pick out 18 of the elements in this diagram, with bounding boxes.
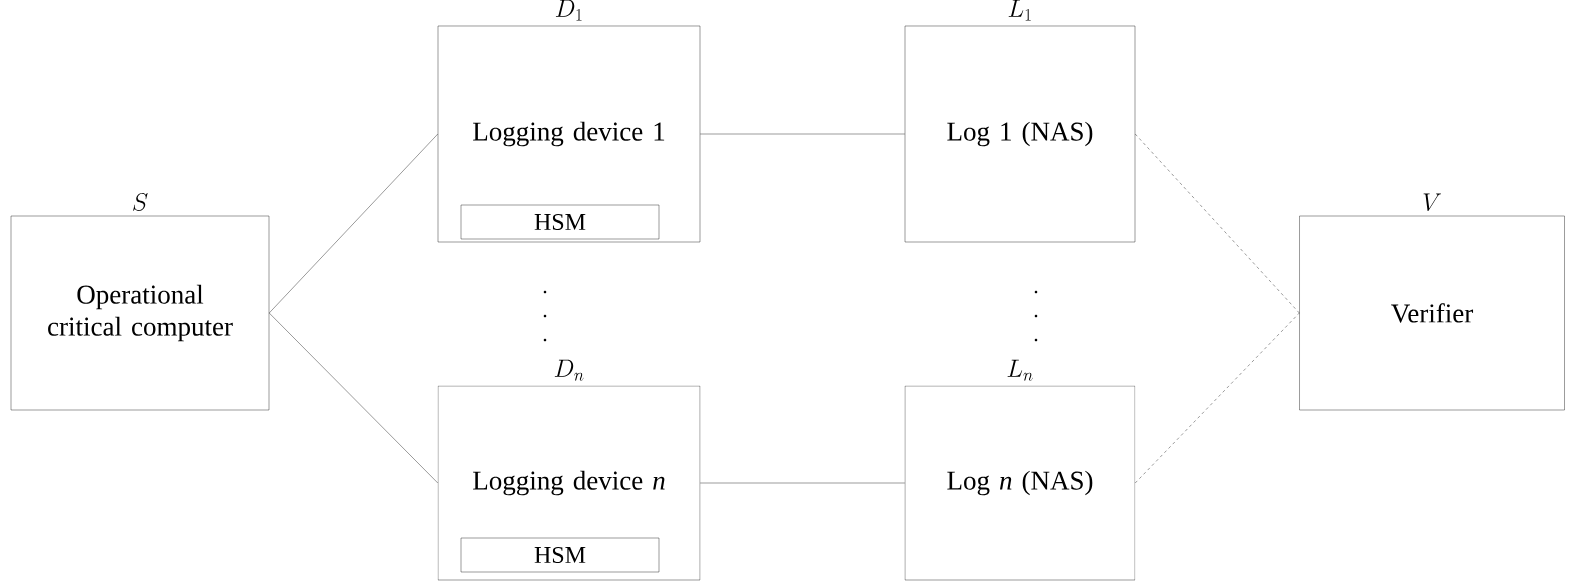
connector-line	[700, 482, 905, 484]
connector-line	[269, 133, 438, 314]
node-heading: $S$	[133, 192, 148, 211]
component-box: Operational critical computer	[10, 215, 270, 411]
connector-line	[1135, 133, 1300, 314]
component-box: Verifier	[1299, 215, 1565, 411]
node-heading: $V$	[1423, 193, 1441, 211]
connector-line	[700, 133, 905, 135]
node-heading: $L_1$	[1008, 0, 1031, 21]
hsm-box: HSM	[460, 537, 660, 573]
hsm-box: HSM	[460, 204, 660, 240]
connector-line	[1135, 312, 1300, 484]
node-heading: $D_1$	[555, 0, 582, 21]
connector-line	[269, 312, 438, 484]
node-heading: $L_n$	[1007, 359, 1033, 381]
component-box: Log n (NAS)	[904, 385, 1136, 581]
component-box: Log 1 (NAS)	[904, 25, 1136, 243]
node-heading: $D_n$	[554, 359, 584, 381]
